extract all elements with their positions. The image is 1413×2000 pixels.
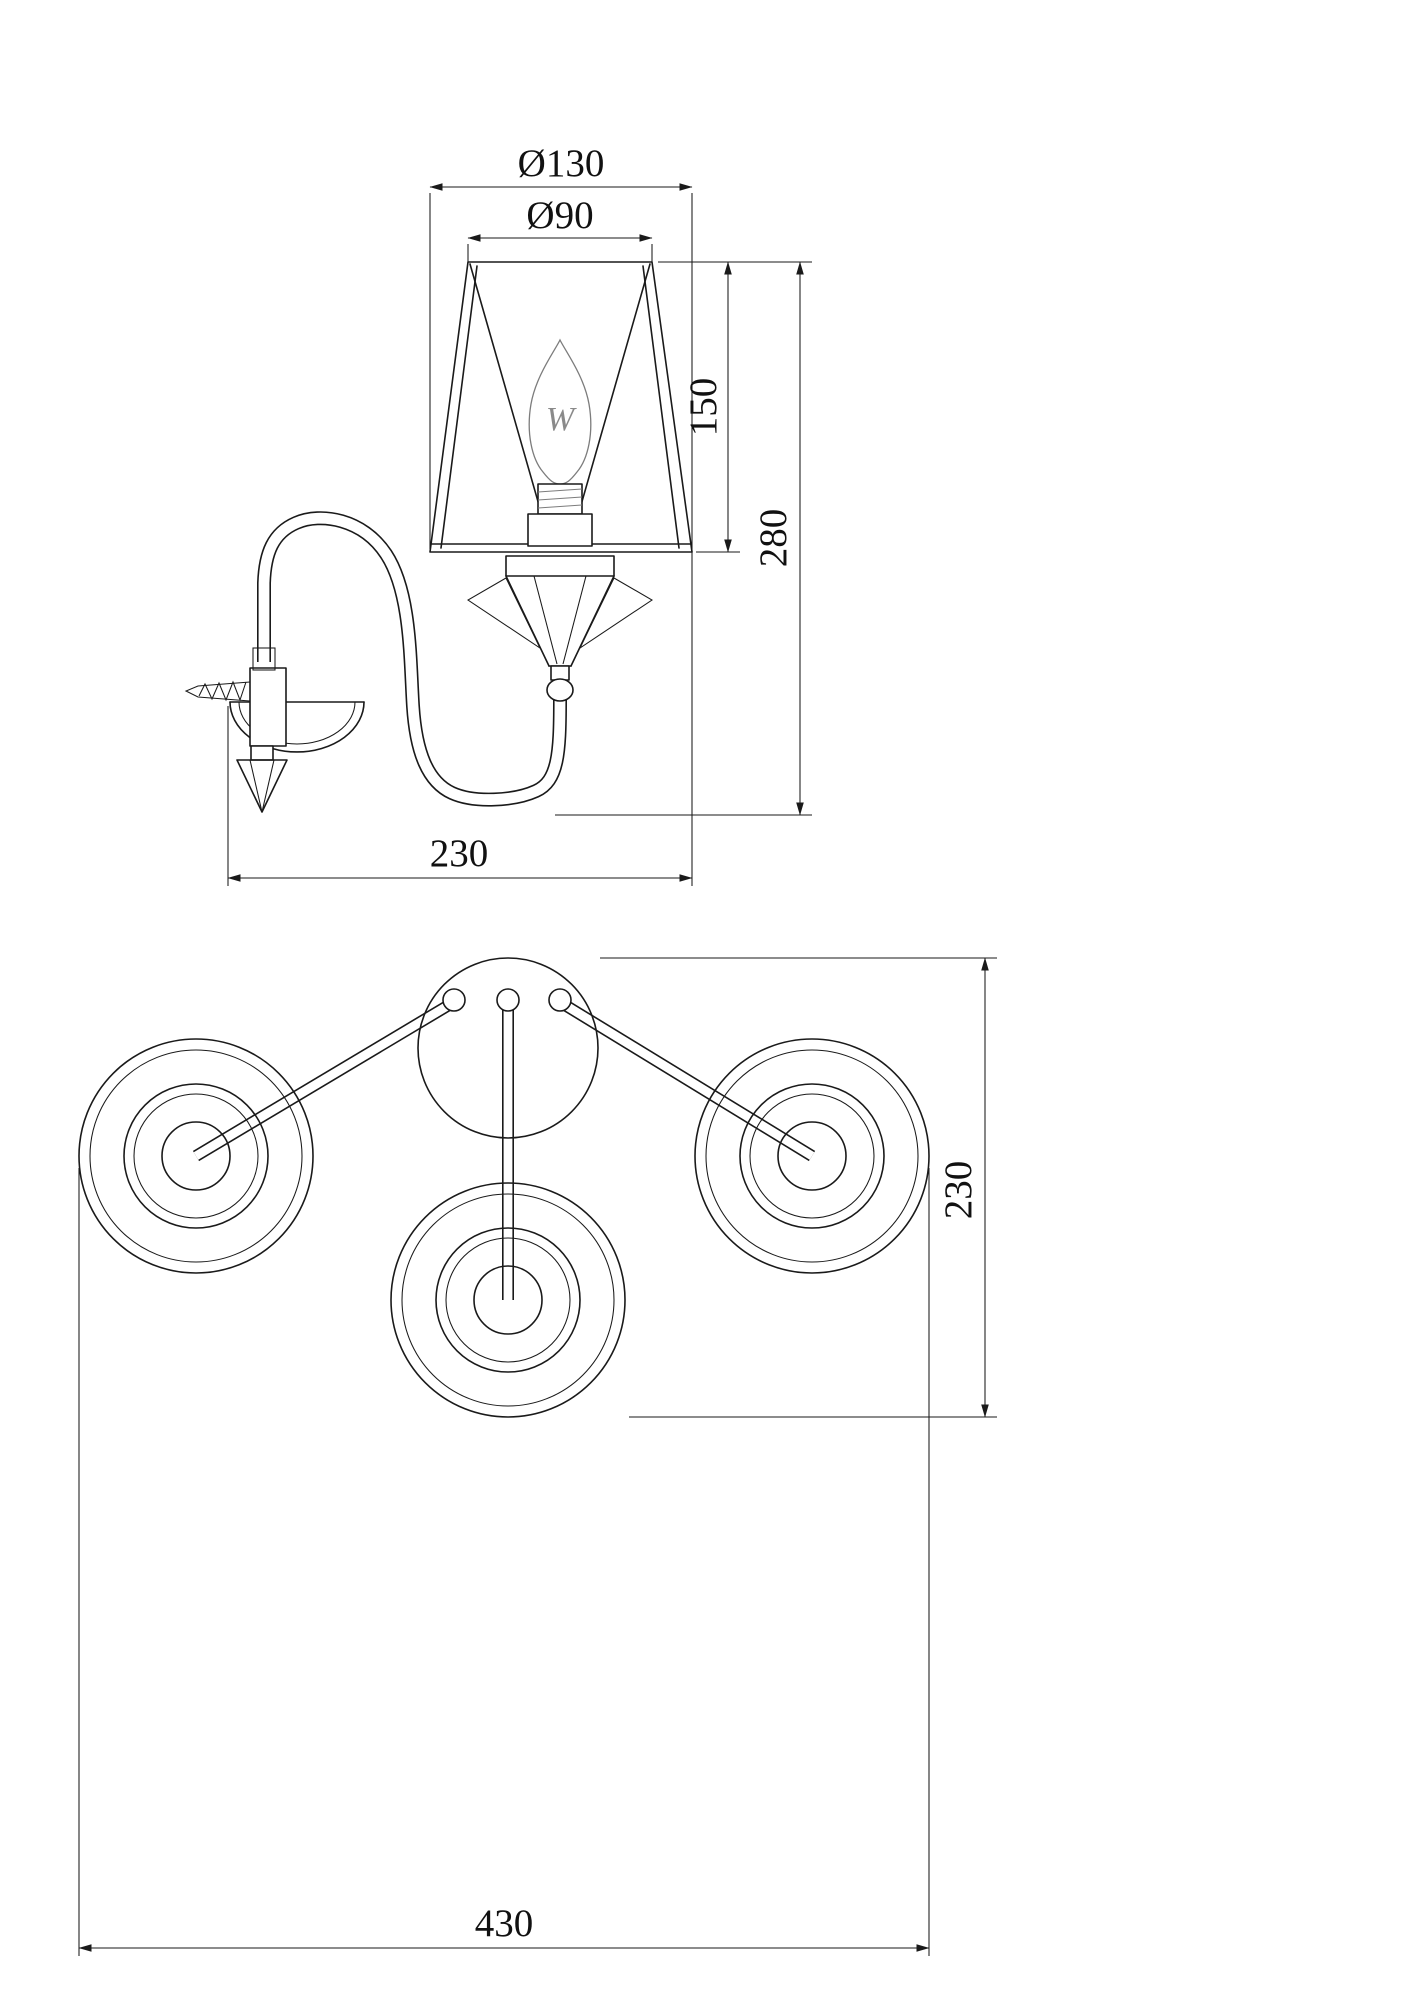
finial-facet-right [261,759,275,813]
mounting-hole-left [442,988,466,1012]
shade-socket [777,1121,847,1191]
shade-socket [473,1265,543,1335]
shade-ring-mid [435,1227,581,1373]
shade-ring-outer-inner [401,1193,615,1407]
shade-ring-outer [390,1182,626,1418]
shade-middle [390,1182,626,1418]
lampshade-inner-wall-right [642,265,680,549]
bobeche-wing-left [467,577,542,650]
bulb-thread-line [537,504,583,509]
dim-label-150: 150 [682,378,725,437]
dim-label-dia90: Ø90 [526,194,593,237]
lampshade-inner-wall-left [440,265,478,549]
bracket-bowl-outer [229,701,365,753]
dim-label-230-projection: 230 [430,832,489,875]
shade-ring-mid-inner [133,1093,259,1219]
arm-entry-collar [252,647,276,671]
shade-ring-mid [739,1083,885,1229]
bulb-thread-line [537,496,583,501]
bobeche-facet-left [533,575,558,665]
mounting-screw-outline [184,681,251,702]
bobeche-band [505,555,615,577]
plan-arm-right-core [557,998,815,1160]
mounting-hole-right [548,988,572,1012]
bobeche-facet-right [562,575,587,665]
bracket-bowl-inner [238,701,356,745]
dim-label-280: 280 [752,509,795,568]
wall-plate [249,667,287,747]
shade-ring-mid-inner [445,1237,571,1363]
dim-label-dia130: Ø130 [518,142,605,185]
shade-ring-mid-inner [749,1093,875,1219]
bobeche-wing-right [578,577,653,650]
lampshade-inner-cone-left [469,263,542,513]
mounting-hole-center [496,988,520,1012]
plan-arm-left-core [193,998,457,1160]
bobeche-stem [550,665,570,681]
mounting-screw-threads [198,680,247,702]
shade-ring-outer [78,1038,314,1274]
side-view: W [184,142,812,886]
shade-ring-outer [694,1038,930,1274]
shade-ring-mid [123,1083,269,1229]
shade-right [694,1038,930,1274]
bulb-wattage-mark: W [546,401,577,438]
lampshade-inner-cone-right [578,263,651,513]
dim-label-430: 430 [475,1902,534,1945]
shade-socket [161,1121,231,1191]
lamp-arm-core [258,512,566,805]
shade-left [78,1038,314,1274]
bulb-socket-cup [527,513,593,547]
ceiling-plate [417,957,599,1139]
arm-knob [546,678,574,702]
shade-ring-outer-inner [705,1049,919,1263]
bulb-thread-line [537,488,583,493]
plan-view: 430 230 [78,957,997,1956]
shade-ring-outer-inner [89,1049,303,1263]
bobeche-cone-right [570,575,615,667]
bobeche-cone-left [505,575,550,667]
finial-facet-left [249,759,263,813]
finial-drop [236,759,288,813]
dim-label-230-depth: 230 [937,1161,980,1220]
finial-neck [250,745,274,761]
